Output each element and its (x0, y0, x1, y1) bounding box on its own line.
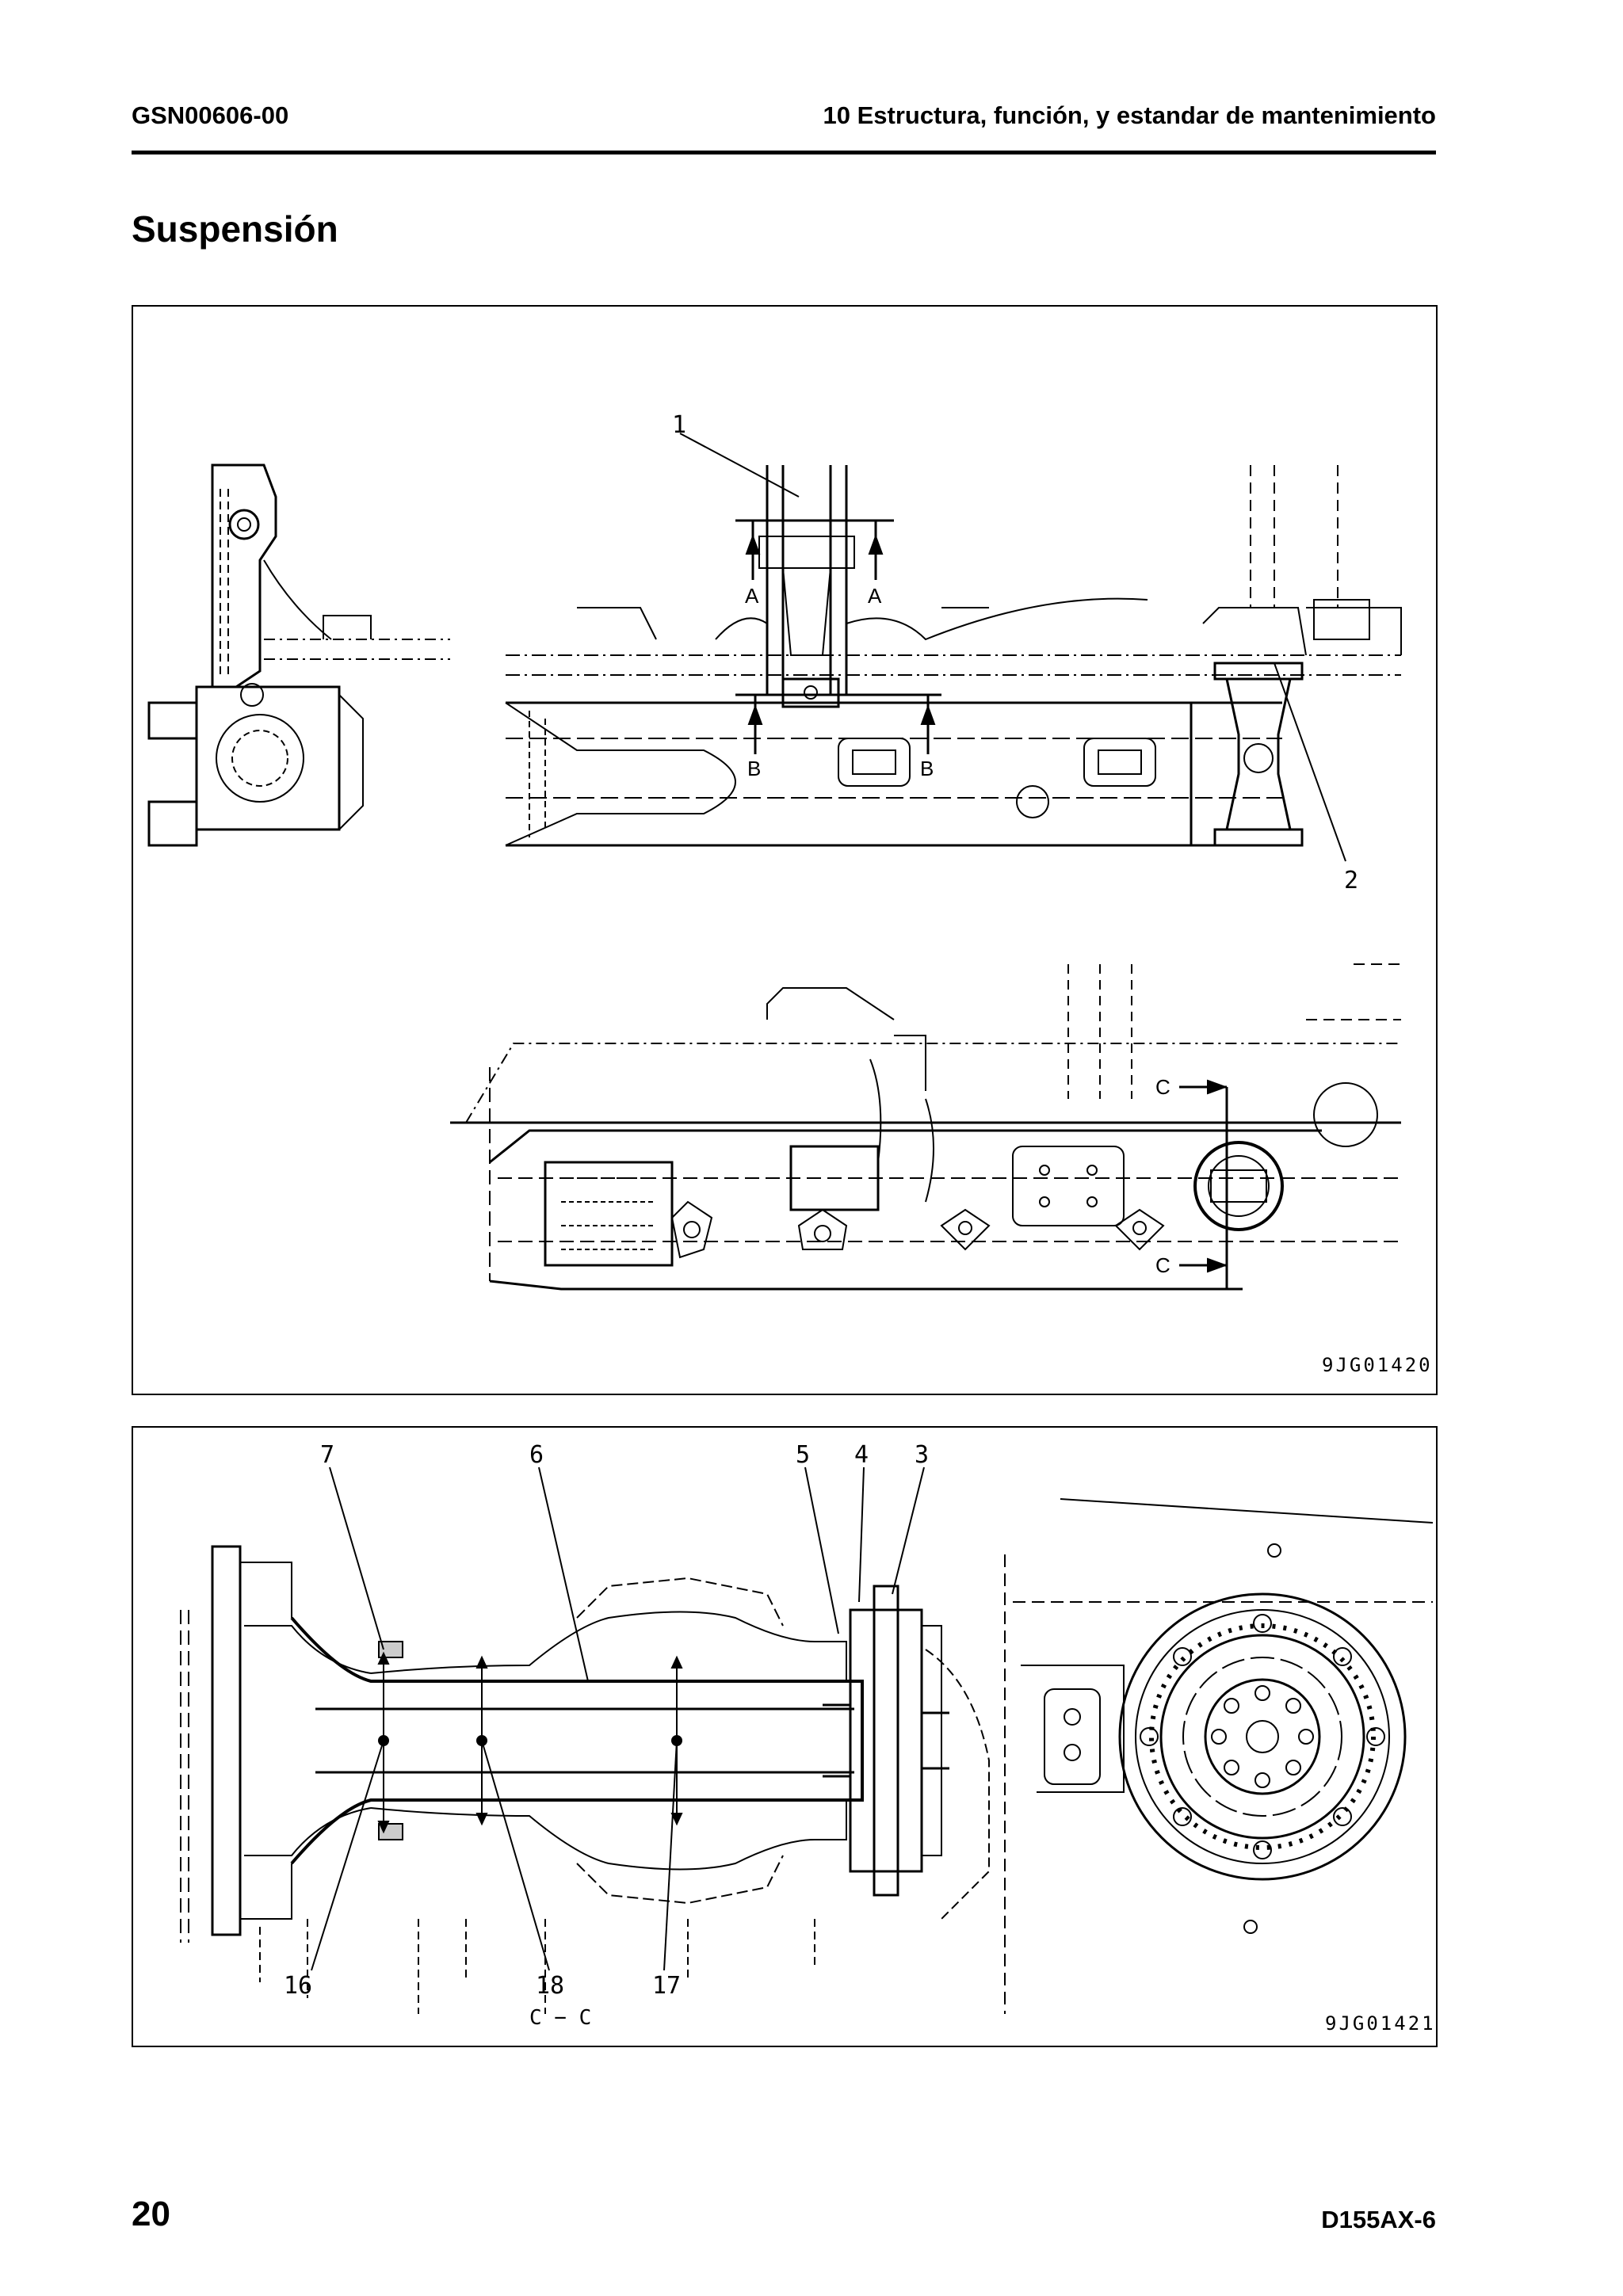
section-label-c-bottom: C (1155, 1253, 1170, 1277)
callout-5: 5 (796, 1441, 811, 1469)
section-arrows-b[interactable] (735, 693, 941, 754)
callout-17: 17 (652, 1972, 682, 2000)
callout-1: 1 (672, 411, 687, 439)
leader-line-2 (1274, 662, 1346, 862)
section-arrows-a[interactable] (735, 519, 894, 580)
page-number: 20 (132, 2195, 170, 2233)
section-label-a-right: A (868, 584, 882, 608)
section-c-c-drawing (180, 1466, 1434, 2014)
figure-section-c-c: 7 6 5 4 3 16 18 17 C − C 9JG01421 (132, 1426, 1438, 2047)
section-title: 10 Estructura, función, y estandar de ma… (823, 101, 1436, 129)
leader-lines-fig2 (311, 1466, 925, 1971)
callout-2: 2 (1344, 867, 1359, 894)
callout-18: 18 (536, 1972, 565, 2000)
section-label-b-right: B (920, 757, 934, 780)
section-label-b-left: B (747, 757, 762, 780)
leader-line-1 (679, 433, 800, 498)
side-view-frame (147, 463, 450, 847)
model-number: D155AX-6 (1321, 2206, 1436, 2233)
callout-6: 6 (529, 1441, 544, 1469)
callout-4: 4 (854, 1441, 869, 1469)
page-title: Suspensión (132, 208, 338, 250)
figure-code-1: 9JG01420 (1322, 1354, 1433, 1376)
top-view-frame (505, 465, 1402, 847)
figure-code-2: 9JG01421 (1325, 2012, 1436, 2035)
callout-3: 3 (915, 1441, 930, 1469)
section-label-a-left: A (745, 584, 759, 608)
section-arrows-c[interactable] (1179, 1079, 1228, 1289)
document-code: GSN00606-00 (132, 101, 289, 129)
equalizer-bar (577, 465, 1148, 708)
lower-side-view (450, 963, 1401, 1291)
hub-end-view (1004, 1498, 1434, 2014)
figure-suspension-assembly: 1 2 A A B B C C 9JG01420 (132, 305, 1438, 1395)
pivot-shaft-section (180, 1545, 990, 2014)
suspension-drawing (147, 433, 1402, 1291)
section-caption: C − C (529, 2006, 592, 2030)
header-rule (132, 151, 1436, 154)
section-label-c-top: C (1155, 1075, 1170, 1099)
callout-16: 16 (284, 1972, 313, 2000)
callout-7: 7 (320, 1441, 335, 1469)
